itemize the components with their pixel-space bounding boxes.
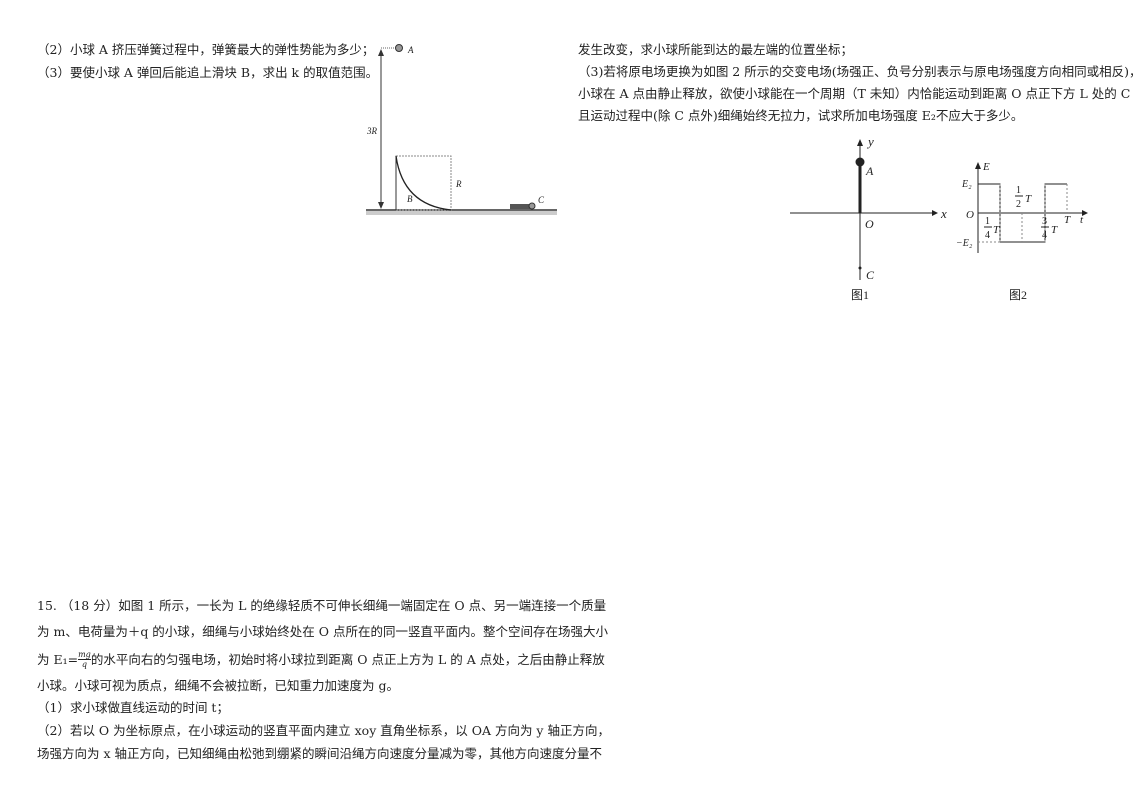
q15-line-2: 为 m、电荷量为＋q 的小球，细绳与小球始终处在 O 点所在的同一竖直平面内。整… (37, 624, 608, 639)
diagram-label: x (940, 206, 947, 221)
diagram-label: q (81, 660, 88, 669)
figure-2-caption: 图2 (1009, 288, 1027, 302)
diagram-label: 4 (1042, 230, 1047, 241)
right-line-4: 且运动过程中(除 C 点外)细绳始终无拉力，试求所加电场强度 E₂不应大于多少。 (578, 108, 1024, 123)
diagram-label: O (966, 209, 974, 221)
right-line-2: （3)若将原电场更换为如图 2 所示的交变电场(场强正、负号分别表示与原电场强度… (578, 64, 1133, 79)
diagram-label: 为 E₁= (37, 651, 79, 667)
diagram-label: 4 (985, 230, 990, 241)
question-2-text: （2）小球 A 挤压弹簧过程中，弹簧最大的弹性势能为多少； (37, 42, 375, 57)
diagram-label: O (865, 217, 874, 231)
diagram-label: −E₂ (956, 238, 973, 249)
label-c: C (538, 195, 545, 205)
diagram-label: T (1051, 224, 1058, 236)
diagram-label: E₂ (961, 179, 972, 190)
label-3r: 3R (366, 126, 378, 136)
label-b: B (407, 194, 413, 204)
question-3-text: （3）要使小球 A 弹回后能追上滑块 B，求出 k 的取值范围。 (37, 65, 379, 80)
q15-part-2-cont: 场强方向为 x 轴正方向，已知细绳由松弛到绷紧的瞬间沿绳方向速度分量减为零，其他… (37, 746, 602, 761)
diagram-label: 1 (1016, 185, 1021, 196)
label-r: R (455, 179, 462, 189)
figure-1-caption: 图1 (851, 288, 869, 302)
diagram-label: T (993, 224, 1000, 236)
q15-line-3: 为 E₁= mg q 的水平向右的匀强电场，初始时将小球拉到距离 O 点正上方为… (37, 650, 605, 669)
right-line-1: 发生改变，求小球所能到达的最左端的位置坐标； (578, 42, 854, 57)
figure-2-e-t-graph: E E₂ −E₂ O t T 1 2 T 1 4 T 3 4 T 图2 (956, 161, 1088, 302)
label-a: A (407, 45, 414, 55)
q15-line-1: 15. （18 分）如图 1 所示，一长为 L 的绝缘轻质不可伸长细绳一端固定在… (37, 598, 607, 613)
right-line-3: 小球在 A 点由静止释放，欲使小球能在一个周期（T 未知）内恰能运动到距离 O … (578, 86, 1133, 101)
diagram-label: E (982, 161, 990, 173)
diagram-label: mg (78, 650, 91, 660)
diagram-label: 的水平向右的匀强电场，初始时将小球拉到距离 O 点正上方为 L 的 A 点处，之… (90, 651, 605, 667)
diagram-label: 2 (1016, 199, 1021, 210)
diagram-label: T (1064, 214, 1071, 226)
q15-line-4: 小球。小球可视为质点，细绳不会被拉断，已知重力加速度为 g。 (37, 678, 399, 693)
fraction-mg-over-q: mg q (78, 650, 91, 669)
diagram-label: C (866, 268, 875, 282)
diagram-label: y (866, 134, 874, 149)
q15-part-1: （1）求小球做直线运动的时间 t； (37, 700, 229, 715)
spring-track-diagram: A 3R R B C (366, 44, 557, 215)
diagram-label: 3 (1042, 216, 1047, 227)
figure-1-axes: y x A O C 图1 (790, 134, 947, 302)
q15-part-2: （2）若以 O 为坐标原点，在小球运动的竖直平面内建立 xoy 直角坐标系，以 … (37, 723, 610, 738)
diagram-label: t (1080, 214, 1084, 226)
diagram-label: T (1025, 193, 1032, 205)
diagram-label: A (865, 164, 874, 178)
diagram-label: 1 (985, 216, 990, 227)
